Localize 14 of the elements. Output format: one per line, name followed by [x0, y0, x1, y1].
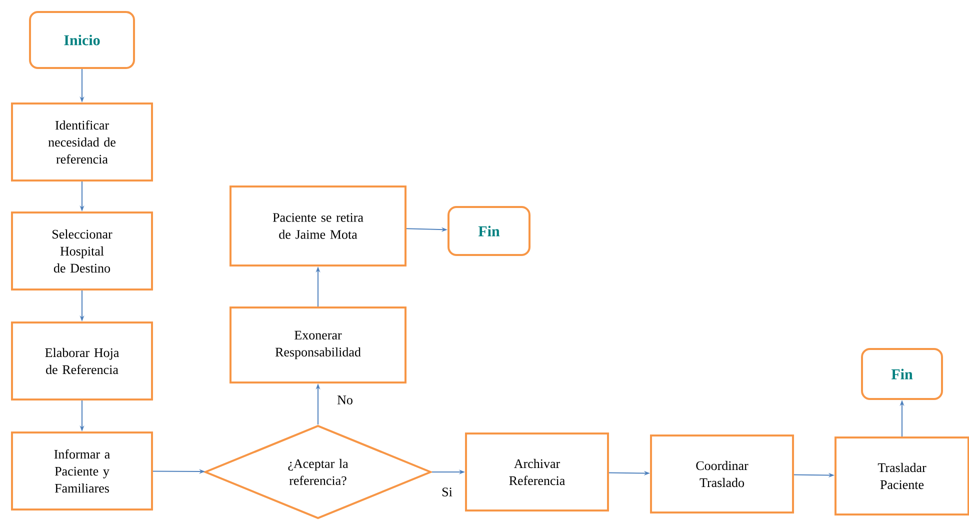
- process-box: Trasladar Paciente: [834, 436, 969, 516]
- terminal-box: Inicio: [29, 11, 135, 69]
- terminal-box: Fin: [861, 348, 943, 400]
- process-box: Paciente se retira de Jaime Mota: [230, 186, 406, 266]
- edge-label: No: [336, 394, 354, 406]
- process-box: Archivar Referencia: [465, 432, 609, 512]
- process-box: Exonerar Responsabilidad: [230, 306, 406, 384]
- terminal-box: Fin: [448, 206, 530, 256]
- process-box: Seleccionar Hospital de Destino: [11, 212, 153, 290]
- process-box: Elaborar Hoja de Referencia: [11, 322, 153, 400]
- process-box: Identificar necesidad de referencia: [11, 102, 153, 182]
- edge-label: Si: [440, 486, 454, 498]
- process-box: Coordinar Traslado: [650, 434, 794, 514]
- process-box: Informar a Paciente y Familiares: [11, 432, 153, 510]
